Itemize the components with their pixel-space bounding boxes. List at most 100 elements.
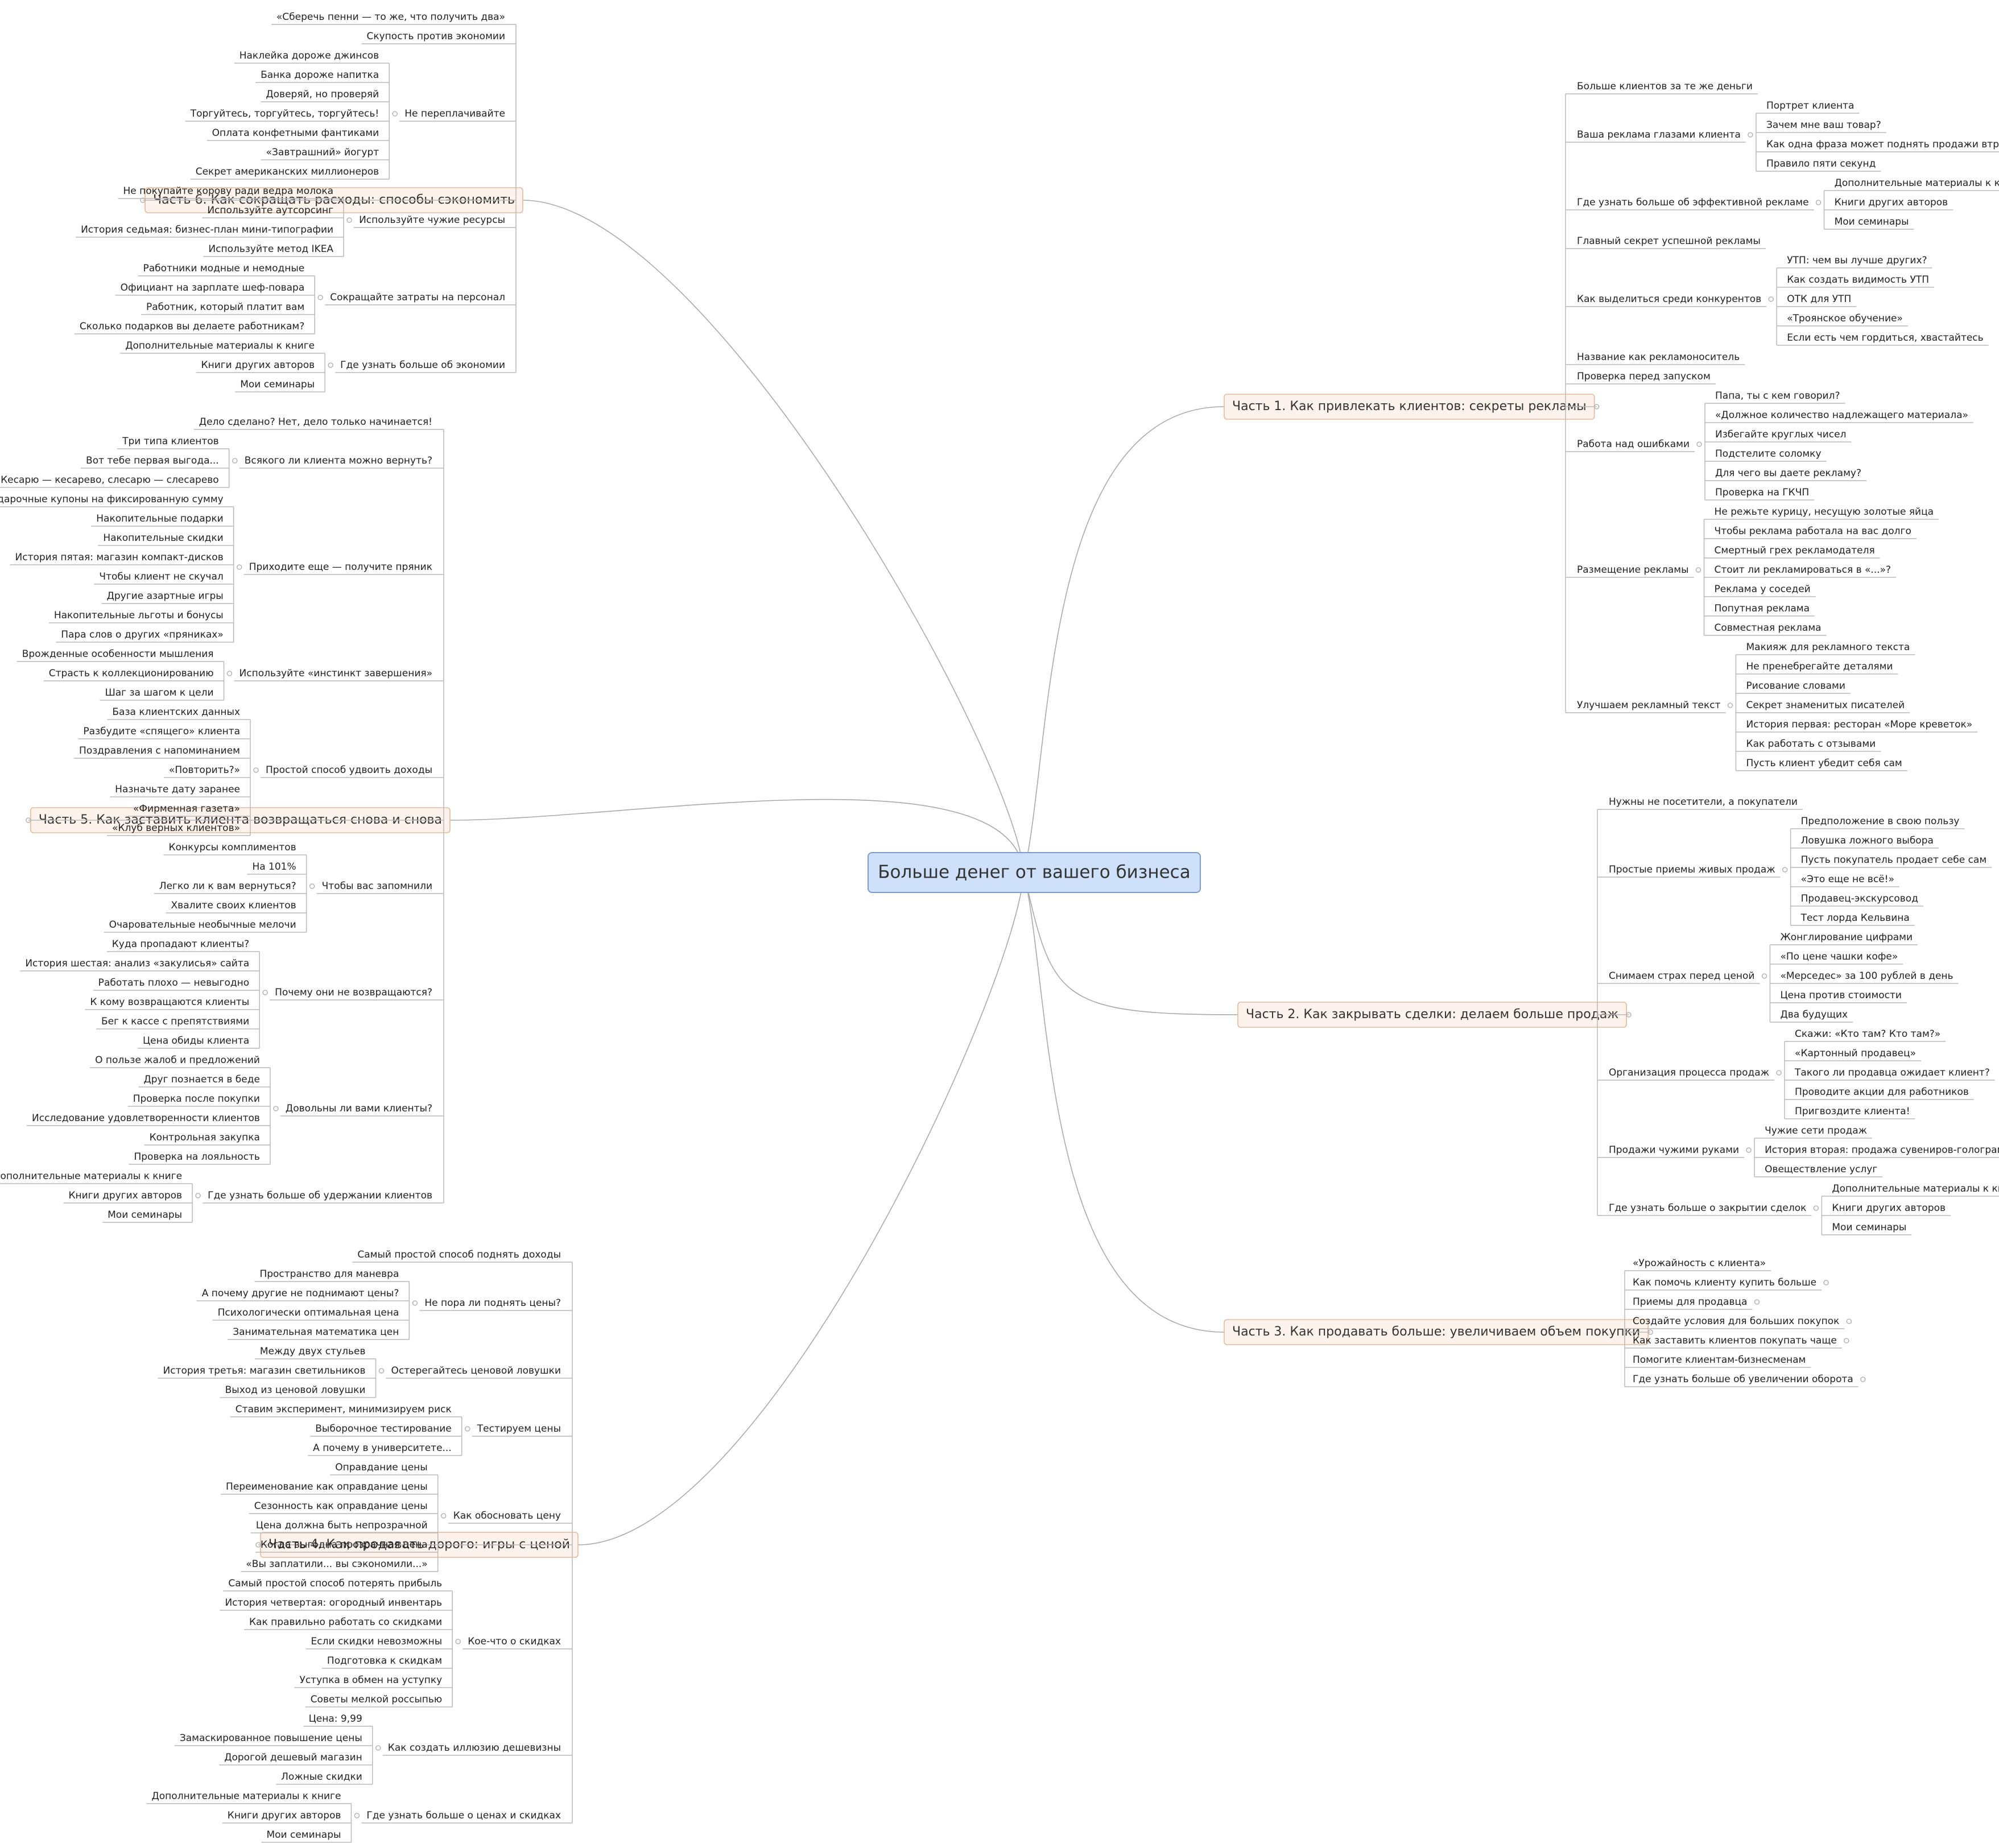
subtopic[interactable]: «Завтрашний» йогурт xyxy=(261,147,390,160)
subtopic[interactable]: Другие азартные игры xyxy=(101,590,234,604)
subtopic[interactable]: История шестая: анализ «закулисья» сайта xyxy=(20,958,260,971)
subtopic[interactable]: Цена: 9,99 xyxy=(303,1713,373,1727)
subtopic[interactable]: Если есть чем гордиться, хвастайтесь xyxy=(1777,332,1989,346)
subtopic[interactable]: Мои семинары xyxy=(102,1209,193,1223)
topic[interactable]: Довольны ли вами клиенты?О пользе жалоб … xyxy=(27,1055,444,1165)
collapse-knob[interactable] xyxy=(1761,973,1767,979)
subtopic[interactable]: Избегайте круглых чисел xyxy=(1705,429,1852,443)
collapse-knob[interactable] xyxy=(1813,1205,1819,1211)
subtopic[interactable]: «Троянское обучение» xyxy=(1777,313,1908,326)
collapse-knob[interactable] xyxy=(317,295,323,300)
subtopic[interactable]: Дополнительные материалы к книге xyxy=(0,1171,193,1184)
expand-knob[interactable] xyxy=(1823,1280,1829,1285)
subtopic[interactable]: Сколько подарков вы делаете работникам? xyxy=(74,321,315,334)
subtopic[interactable]: Подготовка к скидкам xyxy=(321,1655,453,1669)
subtopic[interactable]: Контрольная закупка xyxy=(144,1132,270,1146)
subtopic[interactable]: Для чего вы даете рекламу? xyxy=(1705,468,1866,481)
subtopic[interactable]: Пригвоздите клиента! xyxy=(1785,1106,1915,1119)
subtopic[interactable]: Уступка в обмен на уступку xyxy=(294,1675,453,1688)
subtopic[interactable]: Оправдание цены xyxy=(330,1462,438,1475)
collapse-knob[interactable] xyxy=(1776,1070,1782,1076)
subtopic[interactable]: Предположение в свою пользу xyxy=(1790,816,1965,829)
subtopic[interactable]: «Вы заплатили... вы сэкономили...» xyxy=(241,1558,438,1572)
collapse-knob[interactable] xyxy=(262,990,268,995)
subtopic[interactable]: Оплата конфетными фантиками xyxy=(206,127,390,141)
topic[interactable]: Помогите клиентам-бизнесменам xyxy=(1625,1354,1811,1368)
subtopic[interactable]: Реклама у соседей xyxy=(1704,584,1816,597)
subtopic[interactable]: Продавец-экскурсовод xyxy=(1790,893,1923,907)
collapse-knob[interactable] xyxy=(1768,296,1774,302)
topic[interactable]: Сокращайте затраты на персоналРаботники … xyxy=(74,263,516,334)
expand-knob[interactable] xyxy=(1846,1318,1852,1324)
subtopic[interactable]: Назначьте дату заранее xyxy=(110,784,251,797)
subtopic[interactable]: Скажи: «Кто там? Кто там?» xyxy=(1785,1028,1946,1042)
subtopic[interactable]: Легко ли к вам вернуться? xyxy=(154,880,307,894)
subtopic[interactable]: УТП: чем вы лучше других? xyxy=(1777,255,1932,268)
topic[interactable]: Используйте «инстинкт завершения»Врожден… xyxy=(16,648,444,701)
subtopic[interactable]: Совместная реклама xyxy=(1704,622,1827,636)
collapse-knob[interactable] xyxy=(441,1513,447,1519)
subtopic[interactable]: Проверка после покупки xyxy=(127,1093,270,1107)
subtopic[interactable]: «Должное количество надлежащего материал… xyxy=(1705,410,1973,423)
subtopic[interactable]: Чтобы реклама работала на вас долго xyxy=(1704,526,1917,539)
topic[interactable]: Где узнать больше об эффективной рекламе… xyxy=(1566,177,1999,230)
subtopic[interactable]: Работники модные и немодные xyxy=(138,263,315,276)
collapse-knob[interactable] xyxy=(1696,441,1702,447)
topic[interactable]: «Урожайность с клиента» xyxy=(1625,1258,1771,1271)
subtopic[interactable]: «Фирменная газета» xyxy=(128,803,251,817)
subtopic[interactable]: Не пренебрегайте деталями xyxy=(1736,661,1898,675)
collapse-knob[interactable] xyxy=(273,1106,279,1111)
topic[interactable]: Почему они не возвращаются?Куда пропадаю… xyxy=(20,939,444,1049)
collapse-knob[interactable] xyxy=(346,217,352,223)
subtopic[interactable]: «Мерседес» за 100 рублей в день xyxy=(1770,970,1959,984)
subtopic[interactable]: Проводите акции для работников xyxy=(1785,1086,1974,1100)
subtopic[interactable]: Такого ли продавца ожидает клиент? xyxy=(1785,1067,1995,1081)
subtopic[interactable]: «Это еще не всё!» xyxy=(1790,874,1899,887)
subtopic[interactable]: Торгуйтесь, торгуйтесь, торгуйтесь! xyxy=(185,108,390,122)
collapse-knob[interactable] xyxy=(412,1300,418,1306)
subtopic[interactable]: «По цене чашки кофе» xyxy=(1770,951,1903,965)
subtopic[interactable]: Дополнительные материалы к книге xyxy=(1822,1183,1999,1197)
subtopic[interactable]: Дополнительные материалы к книге xyxy=(1824,177,1999,191)
topic[interactable]: Название как рекламоноситель xyxy=(1566,352,1745,365)
subtopic[interactable]: Пространство для маневра xyxy=(254,1268,410,1282)
subtopic[interactable]: Попутная реклама xyxy=(1704,603,1815,617)
collapse-knob[interactable] xyxy=(465,1426,470,1432)
subtopic[interactable]: «Картонный продавец» xyxy=(1785,1048,1922,1061)
subtopic[interactable]: Официант на зарплате шеф-повара xyxy=(115,282,315,296)
collapse-knob[interactable] xyxy=(354,1813,360,1818)
subtopic[interactable]: Дополнительные материалы к книге xyxy=(120,340,325,354)
subtopic[interactable]: Цена обиды клиента xyxy=(137,1035,260,1049)
collapse-knob[interactable] xyxy=(1782,867,1788,873)
expand-knob[interactable] xyxy=(1844,1338,1849,1343)
subtopic[interactable]: Используйте аутсорсинг xyxy=(202,205,344,218)
subtopic[interactable]: Накопительные подарки xyxy=(91,513,234,527)
subtopic[interactable]: Куда пропадают клиенты? xyxy=(106,939,260,952)
subtopic[interactable]: Самый простой способ потерять прибыль xyxy=(223,1578,453,1591)
subtopic[interactable]: Работник, который платит вам xyxy=(141,301,315,315)
subtopic[interactable]: Портрет клиента xyxy=(1756,100,1860,114)
subtopic[interactable]: Как правильно работать со скидками xyxy=(243,1617,453,1630)
subtopic[interactable]: Не режьте курицу, несущую золотые яйца xyxy=(1704,506,1939,520)
topic[interactable]: Где узнать больше о закрытии сделокДопол… xyxy=(1597,1183,1999,1235)
subtopic[interactable]: Макияж для рекламного текста xyxy=(1736,642,1915,655)
subtopic[interactable]: Книги других авторов xyxy=(196,359,325,373)
collapse-knob[interactable] xyxy=(195,1193,201,1198)
subtopic[interactable]: История пятая: магазин компакт-дисков xyxy=(10,552,234,565)
subtopic[interactable]: Шаг за шагом к цели xyxy=(100,687,224,701)
topic[interactable]: Приемы для продавца xyxy=(1625,1296,1760,1310)
